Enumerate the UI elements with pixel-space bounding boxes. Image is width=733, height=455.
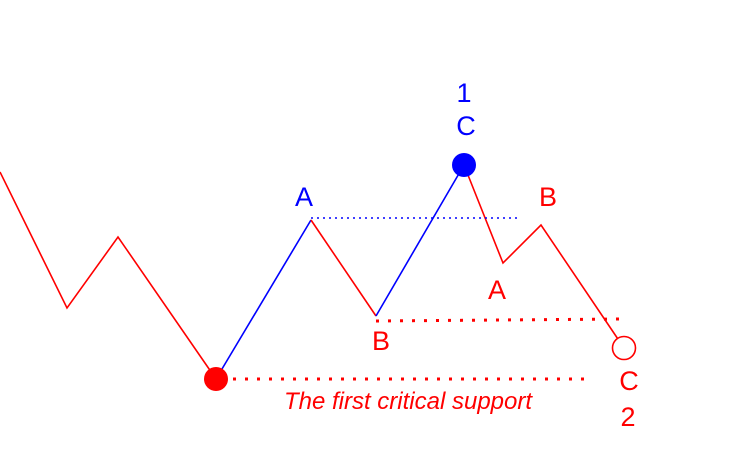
low-marker	[204, 367, 228, 391]
b-level-dotted-line	[375, 317, 623, 323]
prior-decline-wave	[0, 171, 217, 380]
wave-a-to-b	[310, 219, 377, 317]
first-a-label: A	[295, 182, 313, 212]
peak-number-label: 1	[456, 78, 471, 108]
second-b-label: B	[539, 182, 557, 212]
first-b-label: B	[372, 326, 390, 356]
wave-b-to-peak	[375, 164, 465, 317]
peak-marker	[452, 153, 476, 177]
end-c-label: C	[619, 366, 639, 396]
critical-support-annotation: The first critical support	[284, 388, 533, 415]
end-number-label: 2	[620, 402, 635, 432]
decline-wave-abc	[463, 164, 625, 349]
second-a-label: A	[488, 275, 506, 305]
target-marker	[611, 335, 637, 361]
wave-up-to-a	[215, 219, 312, 380]
peak-c-label: C	[456, 111, 476, 141]
